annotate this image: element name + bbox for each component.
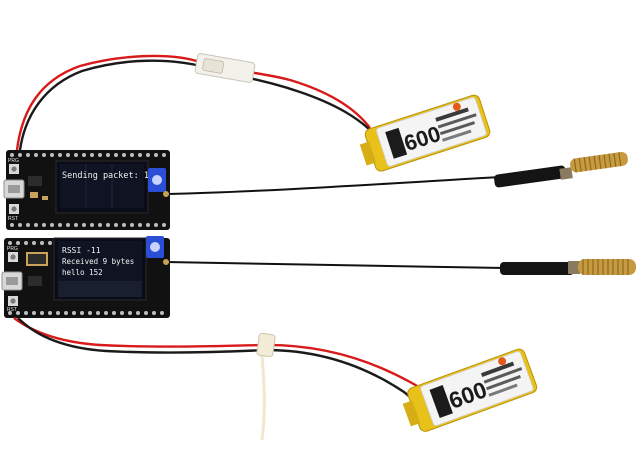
board-top-prg-label: PRG (8, 158, 19, 164)
battery-top: 600 (359, 94, 491, 172)
antenna-bottom (165, 259, 636, 275)
antenna-top (167, 151, 628, 195)
board-top: PRG RST Sending packet: 152 (3, 150, 170, 230)
board-bottom: PRG RST RSSI -11 Received 9 bytes hello … (1, 236, 170, 318)
wire-connector-top (194, 53, 256, 83)
board-bottom-oled-line1: RSSI -11 (62, 246, 101, 255)
battery-wires-bottom (13, 317, 437, 419)
board-top-rst-label: RST (8, 216, 18, 222)
board-bottom-oled-line2: Received 9 bytes (62, 257, 134, 266)
board-top-oled-line1: Sending packet: 152 (62, 171, 159, 181)
battery-bottom: 600 (402, 348, 538, 432)
wire-tape-bottom (256, 332, 276, 441)
board-bottom-prg-label: PRG (7, 246, 18, 252)
board-bottom-oled-line3: hello 152 (62, 268, 103, 277)
board-bottom-rst-label: RST (7, 307, 17, 313)
